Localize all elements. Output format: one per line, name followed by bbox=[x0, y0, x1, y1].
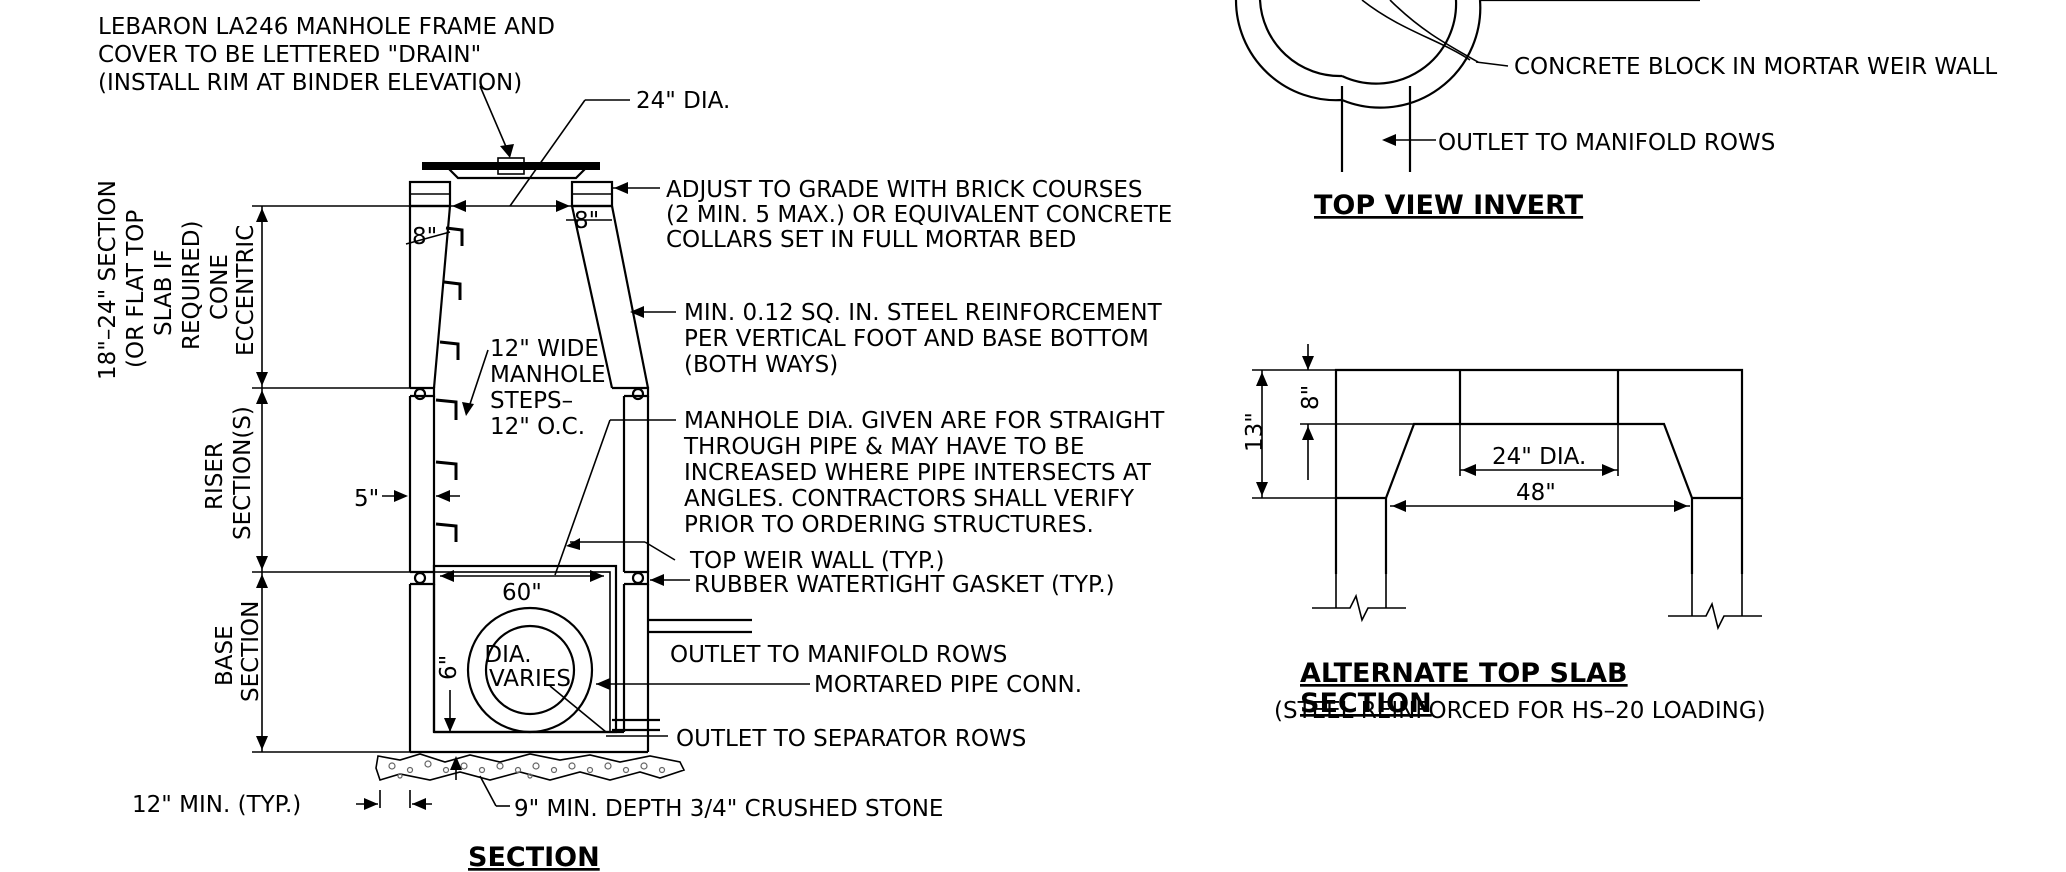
dim-8-right: 8" bbox=[574, 208, 599, 234]
outlet-top-label: OUTLET TO MANIFOLD ROWS bbox=[1438, 130, 1775, 156]
frame-note-line3: (INSTALL RIM AT BINDER ELEVATION) bbox=[98, 70, 522, 96]
crushed-stone bbox=[375, 753, 686, 781]
steps-note-line3: STEPS– bbox=[490, 388, 573, 414]
frame-note-line2: COVER TO BE LETTERED "DRAIN" bbox=[98, 42, 481, 68]
min-typ-label: 12" MIN. (TYP.) bbox=[132, 792, 301, 818]
frame-and-cover bbox=[422, 157, 600, 180]
top-view-invert: CONCRETE BLOCK IN MORTAR WEIR WALL OUTLE… bbox=[1234, 0, 1997, 221]
dia-note-line5: PRIOR TO ORDERING STRUCTURES. bbox=[684, 512, 1094, 538]
pipe-label-line1: DIA. bbox=[484, 642, 531, 668]
section-height-dims bbox=[252, 205, 410, 753]
dia-note-line3: INCREASED WHERE PIPE INTERSECTS AT bbox=[684, 460, 1152, 486]
top-view-title: TOP VIEW INVERT bbox=[1314, 190, 1584, 221]
manhole-steps bbox=[435, 226, 464, 542]
dim-8-left: 8" bbox=[412, 224, 437, 250]
dia-note-line4: ANGLES. CONTRACTORS SHALL VERIFY bbox=[684, 486, 1135, 512]
section-view: LEBARON LA246 MANHOLE FRAME AND COVER TO… bbox=[95, 14, 1172, 872]
outlet-separator-label: OUTLET TO SEPARATOR ROWS bbox=[676, 726, 1026, 752]
alternate-top-slab: 13" 8" 24" DIA. 48" ALTERNATE TOP SLAB S… bbox=[1242, 344, 1766, 724]
slab-dim-8: 8" bbox=[1298, 385, 1324, 410]
dia-note-line2: THROUGH PIPE & MAY HAVE TO BE bbox=[683, 434, 1084, 460]
adjust-note-line2: (2 MIN. 5 MAX.) OR EQUIVALENT CONCRETE bbox=[666, 202, 1172, 228]
eccentric-cone bbox=[408, 204, 650, 389]
pipe bbox=[466, 606, 594, 734]
slab-note: (STEEL REINFORCED FOR HS–20 LOADING) bbox=[1274, 698, 1766, 724]
dim-6: 6" bbox=[436, 655, 462, 680]
adjust-note-line3: COLLARS SET IN FULL MORTAR BED bbox=[666, 227, 1076, 253]
pipe-label-line2: VARIES bbox=[489, 666, 571, 692]
steps-note-line2: MANHOLE bbox=[490, 362, 606, 388]
dia-note-line1: MANHOLE DIA. GIVEN ARE FOR STRAIGHT bbox=[684, 408, 1165, 434]
section-title: SECTION bbox=[468, 842, 600, 872]
side-cone-line2: (OR FLAT TOP bbox=[123, 210, 149, 368]
side-cone-line3: SLAB IF bbox=[151, 249, 177, 336]
frame-note-line1: LEBARON LA246 MANHOLE FRAME AND bbox=[98, 14, 555, 40]
side-cone-line5: CONE bbox=[207, 254, 233, 320]
side-base-line1: BASE bbox=[212, 625, 238, 686]
outlet-manifold-label: OUTLET TO MANIFOLD ROWS bbox=[670, 642, 1007, 668]
side-riser-line2: SECTION(S) bbox=[230, 406, 256, 540]
slab-dim-24: 24" DIA. bbox=[1492, 444, 1586, 470]
crushed-stone-label: 9" MIN. DEPTH 3/4" CRUSHED STONE bbox=[514, 796, 943, 822]
outlet-pipes bbox=[612, 618, 752, 732]
weir-wall-label: TOP WEIR WALL (TYP.) bbox=[689, 548, 944, 574]
dim-60: 60" bbox=[502, 580, 542, 606]
side-cone-line6: ECCENTRIC bbox=[233, 225, 259, 356]
side-riser-line1: RISER bbox=[202, 442, 228, 510]
dia-top-label: 24" DIA. bbox=[636, 88, 730, 114]
grade-rings bbox=[408, 180, 614, 208]
mortared-pipe-label: MORTARED PIPE CONN. bbox=[814, 672, 1082, 698]
dim-5: 5" bbox=[354, 486, 379, 512]
slab-dim-13: 13" bbox=[1242, 412, 1268, 452]
side-base-line2: SECTION bbox=[238, 601, 264, 702]
slab-title-line1: ALTERNATE TOP SLAB bbox=[1300, 658, 1628, 689]
side-cone-line1: 18"–24" SECTION bbox=[95, 180, 121, 380]
slab-dim-48: 48" bbox=[1516, 480, 1556, 506]
side-cone-line4: REQUIRED) bbox=[179, 221, 205, 350]
steps-note-line4: 12" O.C. bbox=[490, 414, 585, 440]
steel-note-line1: MIN. 0.12 SQ. IN. STEEL REINFORCEMENT bbox=[684, 300, 1163, 326]
adjust-note-line1: ADJUST TO GRADE WITH BRICK COURSES bbox=[666, 177, 1143, 203]
weir-wall-top-label: CONCRETE BLOCK IN MORTAR WEIR WALL bbox=[1514, 54, 1997, 80]
gasket-label: RUBBER WATERTIGHT GASKET (TYP.) bbox=[694, 572, 1115, 598]
steel-note-line3: (BOTH WAYS) bbox=[684, 352, 838, 378]
steel-note-line2: PER VERTICAL FOOT AND BASE BOTTOM bbox=[684, 326, 1149, 352]
steps-note-line1: 12" WIDE bbox=[490, 336, 599, 362]
slab-title-line2: SECTION bbox=[1300, 688, 1432, 719]
